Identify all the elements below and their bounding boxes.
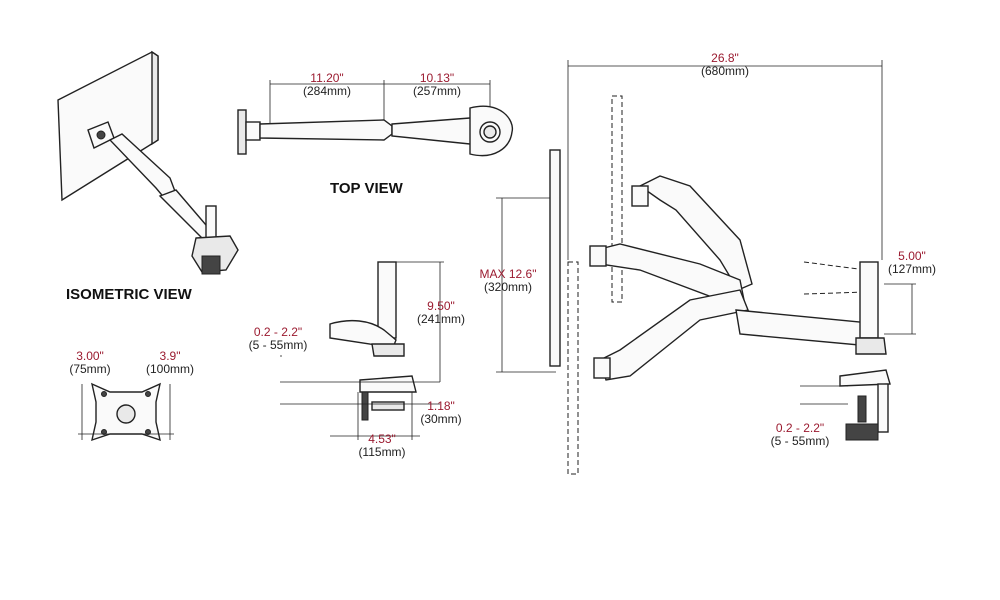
dim-base-width-metric: (115mm) xyxy=(358,445,406,459)
dim-pole-height-imperial: 9.50" xyxy=(427,299,455,313)
dim-vesa-75-metric: (75mm) xyxy=(69,362,111,376)
dim-clamp-range-left-metric: (5 - 55mm) xyxy=(248,338,308,352)
dim-top-arm1: 11.20" (284mm) xyxy=(303,72,351,98)
dim-max-height-metric: (320mm) xyxy=(483,280,533,294)
top-view-drawing xyxy=(237,80,514,157)
dim-vesa-100-imperial: 3.9" xyxy=(159,349,181,363)
dim-clamp-range-left-imperial: 0.2 - 2.2" xyxy=(253,325,303,339)
dim-height-adjust-metric: (127mm) xyxy=(887,262,937,276)
dim-total-reach: 26.8" (680mm) xyxy=(701,52,749,78)
dim-height-adjust-imperial: 5.00" xyxy=(898,249,926,263)
dim-base-width: 4.53" (115mm) xyxy=(358,433,405,459)
dim-base-width-imperial: 4.53" xyxy=(368,432,396,446)
dim-total-reach-metric: (680mm) xyxy=(700,64,750,78)
top-view-title: TOP VIEW xyxy=(330,180,403,197)
dim-height-adjust: 5.00" (127mm) xyxy=(888,250,936,276)
dim-vesa-100-metric: (100mm) xyxy=(145,362,195,376)
dim-top-arm2-imperial: 10.13" xyxy=(419,71,455,85)
dim-top-arm2: 10.13" (257mm) xyxy=(413,72,461,98)
dim-pole-height-metric: (241mm) xyxy=(416,312,466,326)
dim-pole-height: 9.50" (241mm) xyxy=(417,300,465,326)
dim-top-arm1-metric: (284mm) xyxy=(302,84,352,98)
dim-vesa-100: 3.9" (100mm) xyxy=(146,350,194,376)
dim-max-height: MAX 12.6" (320mm) xyxy=(480,268,537,294)
dim-clamp-range-right-imperial: 0.2 - 2.2" xyxy=(775,421,825,435)
pole-view-drawing xyxy=(280,261,444,440)
dim-clamp-range-right: 0.2 - 2.2" (5 - 55mm) xyxy=(771,422,830,448)
dim-clamp-depth-metric: (30mm) xyxy=(420,412,462,426)
dim-max-height-imperial: MAX 12.6" xyxy=(479,267,537,281)
dim-total-reach-imperial: 26.8" xyxy=(711,51,739,65)
side-view-drawing xyxy=(496,60,916,475)
isometric-view-title: ISOMETRIC VIEW xyxy=(66,286,192,303)
dim-vesa-75-imperial: 3.00" xyxy=(76,349,104,363)
dim-clamp-range-right-metric: (5 - 55mm) xyxy=(770,434,830,448)
isometric-view-drawing xyxy=(57,50,239,275)
vesa-plate-drawing xyxy=(78,382,174,442)
dim-vesa-75: 3.00" (75mm) xyxy=(69,350,110,376)
dim-clamp-range-left: 0.2 - 2.2" (5 - 55mm) xyxy=(249,326,308,352)
dim-top-arm1-imperial: 11.20" xyxy=(310,71,344,85)
dim-clamp-depth-imperial: 1.18" xyxy=(427,399,455,413)
dim-clamp-depth: 1.18" (30mm) xyxy=(420,400,461,426)
dim-top-arm2-metric: (257mm) xyxy=(412,84,462,98)
